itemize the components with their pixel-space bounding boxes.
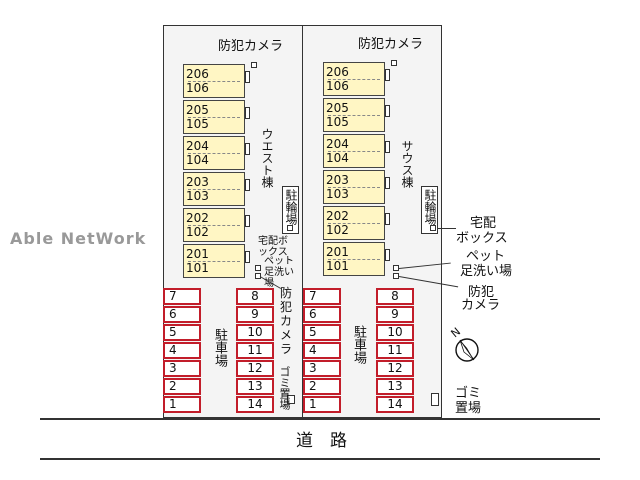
west-slot-7: 7 [163, 288, 201, 305]
south-parking-label: 駐車場 [351, 325, 366, 364]
west-camera2-label: 防犯カメラ [280, 286, 293, 356]
road-top-edge [40, 418, 600, 420]
west-building-name: ウエスト棟 [260, 128, 274, 188]
west-slot-12: 12 [236, 360, 274, 377]
south-garbage-icon [431, 393, 439, 406]
west-slot-8: 8 [236, 288, 274, 305]
west-slot-11: 11 [236, 342, 274, 359]
west-bicycle-parking: 駐輪場 [282, 186, 299, 234]
south-slot-14: 14 [376, 396, 414, 413]
south-slot-12: 12 [376, 360, 414, 377]
south-building-name: サウス棟 [400, 140, 414, 188]
west-camera2-icon [255, 273, 261, 279]
south-slot-2: 2 [303, 378, 341, 395]
south-slot-8: 8 [376, 288, 414, 305]
west-garbage-label: ゴミ置場 [278, 366, 291, 410]
south-bicycle-parking-label: 駐輪場 [423, 189, 437, 225]
south-garbage-label-2: 置場 [455, 401, 482, 416]
west-slot-6: 6 [163, 306, 201, 323]
south-camera2-label-2: カメラ [461, 298, 501, 313]
west-delivery-box-label: 宅配ボックス [258, 236, 288, 258]
west-parking-label: 駐車場 [212, 328, 227, 367]
watermark: Able NetWork [10, 229, 147, 248]
south-delivery-label-2: ボックス [456, 231, 508, 246]
south-pet-wash-label-2: 足洗い場 [460, 264, 513, 279]
south-camera-icon [391, 60, 397, 66]
south-bicycle-parking: 駐輪場 [421, 186, 438, 234]
west-slot-10: 10 [236, 324, 274, 341]
south-slot-11: 11 [376, 342, 414, 359]
south-delivery-label-1: 宅配 [470, 216, 497, 231]
south-slot-1: 1 [303, 396, 341, 413]
west-slot-13: 13 [236, 378, 274, 395]
south-slot-7: 7 [303, 288, 341, 305]
south-slot-13: 13 [376, 378, 414, 395]
west-garbage-icon [287, 395, 295, 404]
south-slot-5: 5 [303, 324, 341, 341]
west-slot-2: 2 [163, 378, 201, 395]
west-pet-wash-icon [255, 265, 261, 271]
west-slot-9: 9 [236, 306, 274, 323]
compass-icon [452, 332, 482, 362]
south-slot-6: 6 [303, 306, 341, 323]
south-camera2-label-1: 防犯 [468, 285, 495, 300]
west-bicycle-parking-label: 駐輪場 [284, 189, 298, 225]
south-slot-3: 3 [303, 360, 341, 377]
south-garbage-label-1: ゴミ [455, 386, 482, 401]
west-slot-5: 5 [163, 324, 201, 341]
south-slot-9: 9 [376, 306, 414, 323]
south-camera2-icon [393, 273, 399, 279]
west-camera-icon [251, 62, 257, 68]
west-pet-wash-label: ペット足洗い場 [264, 256, 294, 289]
south-camera-label: 防犯カメラ [358, 37, 424, 52]
west-camera-label: 防犯カメラ [218, 39, 284, 54]
south-pet-wash-icon [393, 265, 399, 271]
road-label: 道 路 [296, 431, 347, 451]
west-slot-4: 4 [163, 342, 201, 359]
south-delivery-box-icon [430, 225, 436, 231]
west-slot-14: 14 [236, 396, 274, 413]
south-slot-4: 4 [303, 342, 341, 359]
west-slot-3: 3 [163, 360, 201, 377]
south-delivery-leader [438, 228, 456, 229]
west-bicycle-icon [287, 225, 293, 231]
south-pet-wash-label-1: ペット [466, 249, 506, 264]
west-slot-1: 1 [163, 396, 201, 413]
road-bottom-edge [40, 458, 600, 460]
south-slot-10: 10 [376, 324, 414, 341]
